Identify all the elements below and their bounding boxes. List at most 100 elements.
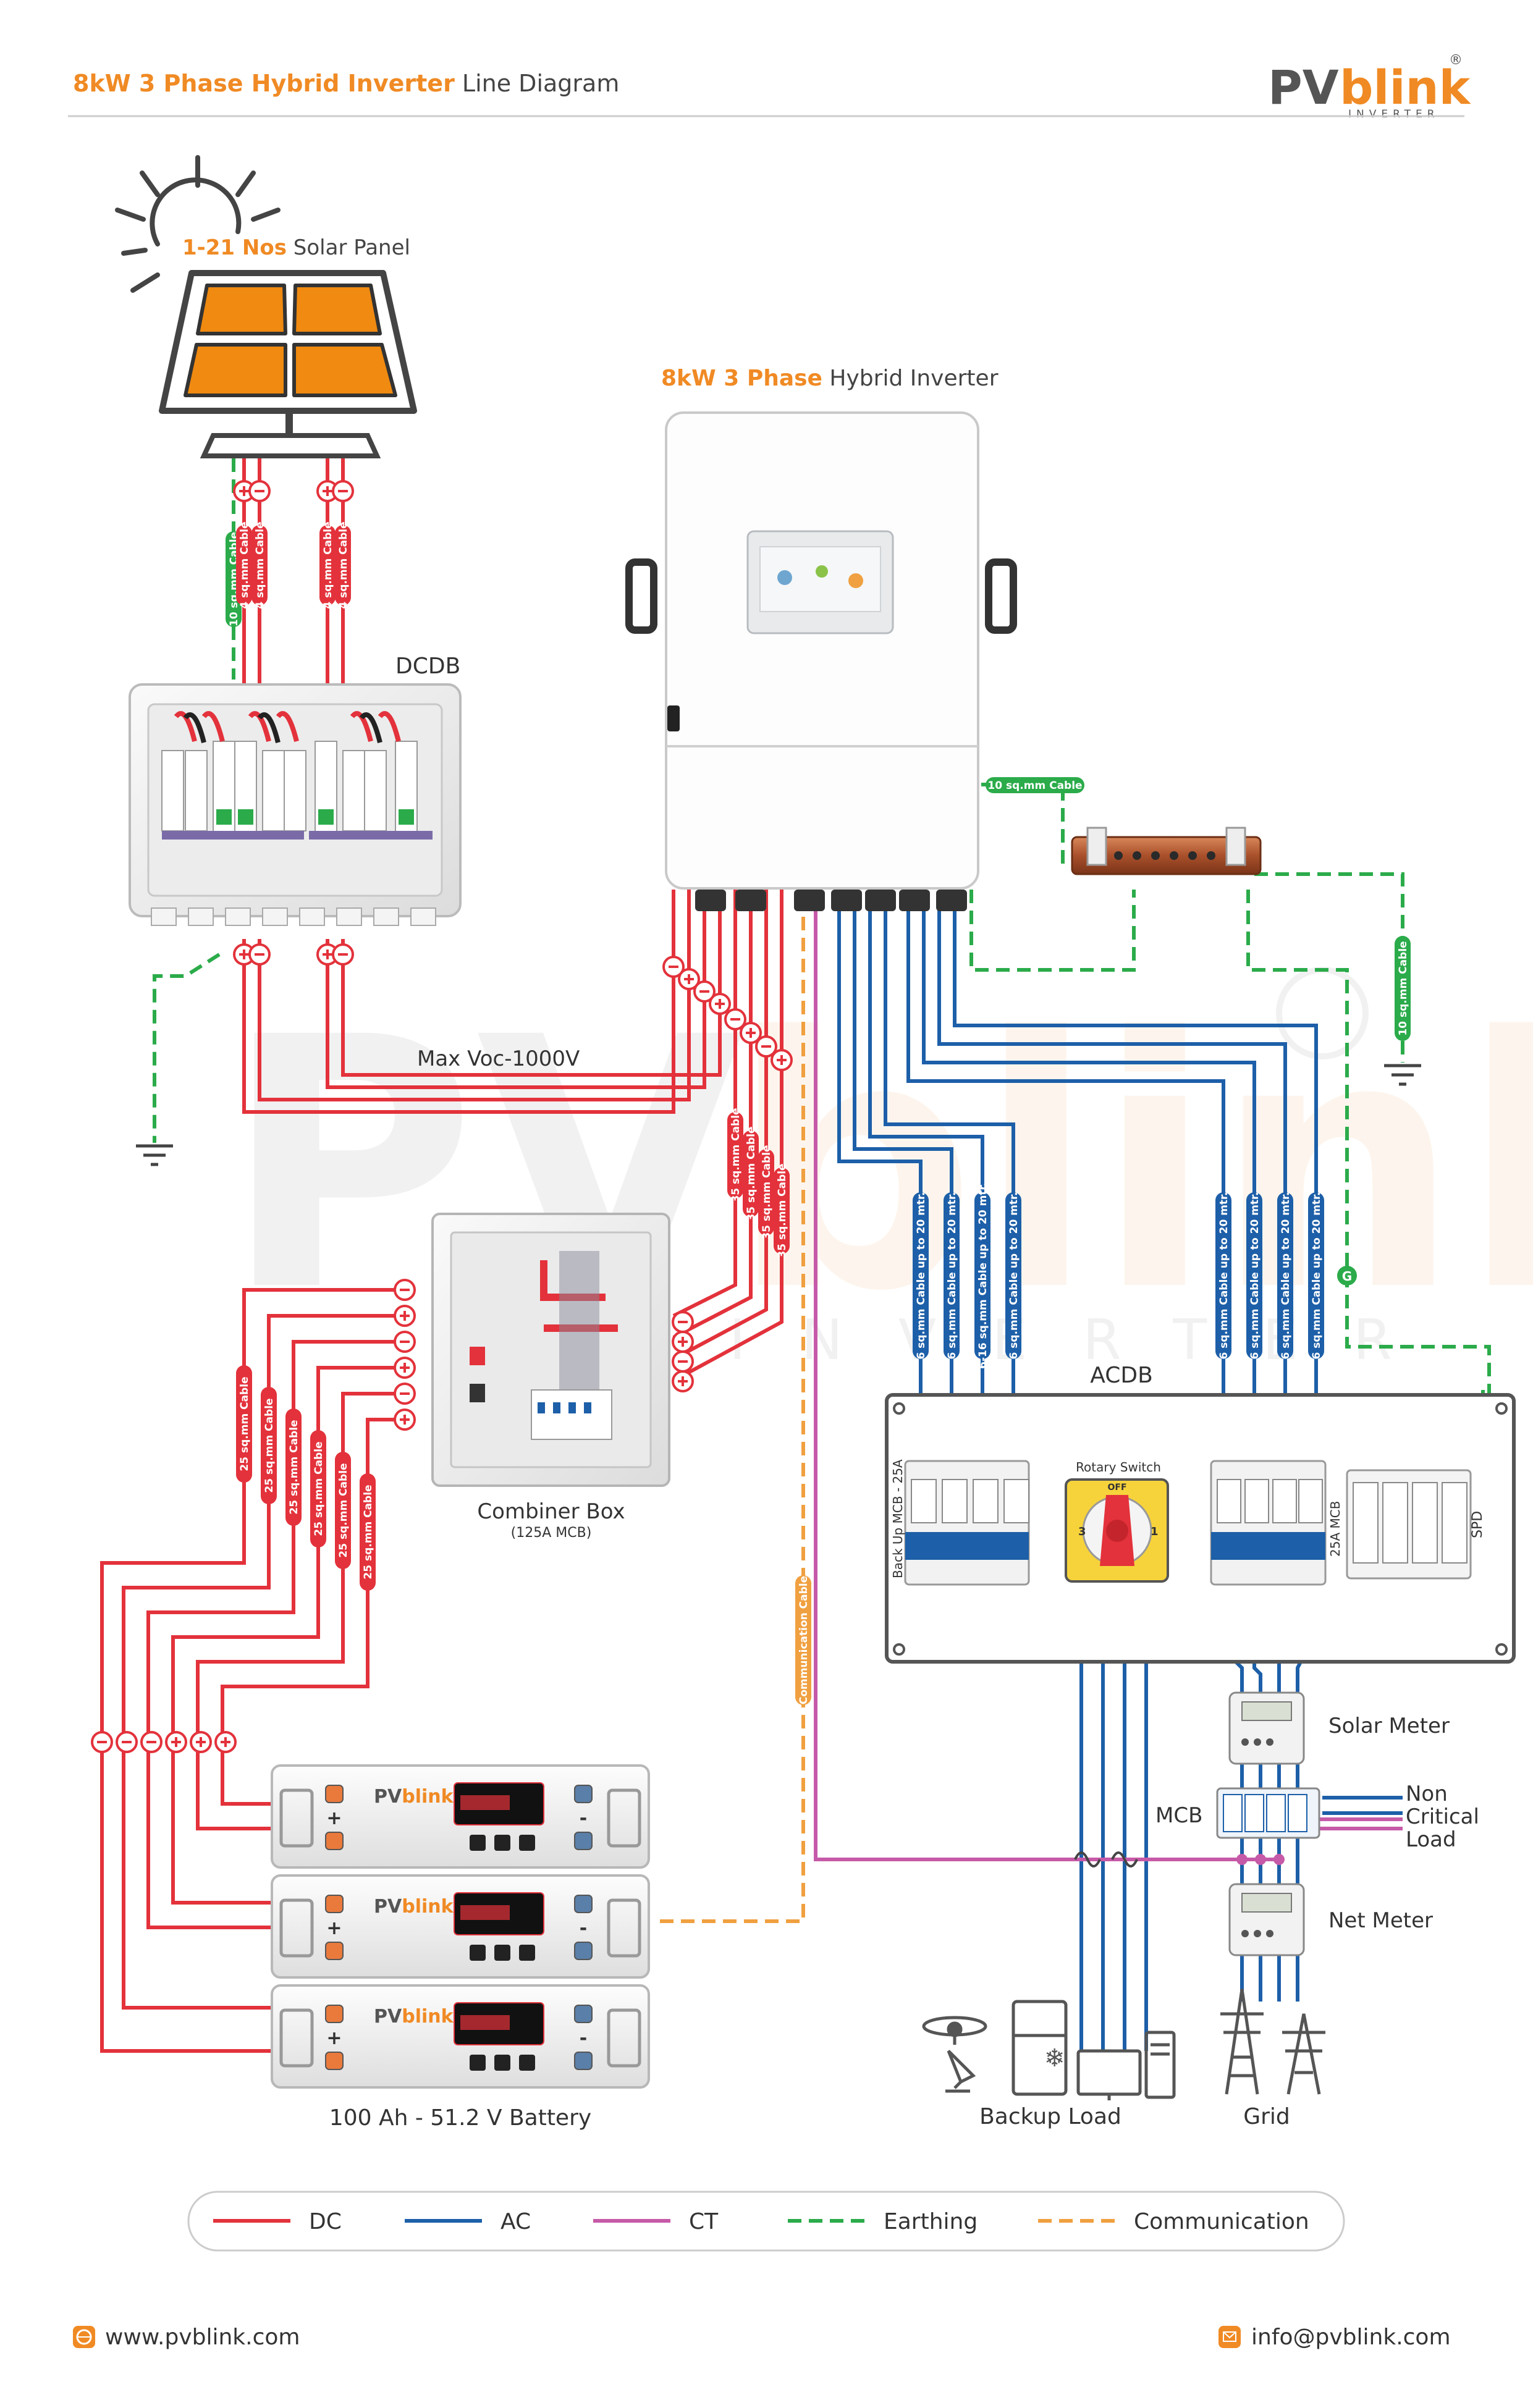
terminal-panel-4 [332, 480, 354, 502]
max-voc-label: Max Voc-1000V [417, 1046, 580, 1071]
cable-tag-text: Communication Cable [798, 1576, 810, 1704]
cable-tag-text: 6 sq.mm Cable up to 20 mtr. [1280, 1192, 1292, 1360]
solar-panel-label: 1-21 Nos Solar Panel [182, 235, 410, 260]
battery-minus-icon: - [580, 2027, 587, 2049]
cable-tag-text: 35 sq.mm Cable [730, 1108, 742, 1202]
footer-email[interactable]: info@pvblink.com [1251, 2325, 1451, 2350]
svg-text:G: G [1342, 1269, 1352, 1284]
grid-mcb-label: 25A MCB [1328, 1501, 1343, 1557]
brand-logo: PV blink ® INVERTER [1268, 53, 1471, 120]
dcdb-glands [151, 907, 436, 926]
cable-tag-text: 6 sq.mm Cable up to 20 mtr. [1311, 1192, 1323, 1360]
earth-tag-g: G [1337, 1266, 1357, 1286]
backup-load-icons: ❄ [922, 2000, 1176, 2100]
cable-tag-text: 35 sq.mm Cable [776, 1163, 788, 1258]
cable-tag-text: 6 sq.mm Cable up to 20 mtr. [915, 1192, 927, 1360]
cable-tag-text: 25 sq.mm Cable [362, 1484, 374, 1579]
terminal-comb-left-3 [394, 1331, 416, 1353]
terminal-comb-left-1 [394, 1279, 416, 1301]
dcdb-label: DCDB [395, 654, 460, 679]
cable-tag-text: 6 sq.mm Cable up to 20 mtr. [1008, 1192, 1020, 1360]
page-title: 8kW 3 Phase Hybrid Inverter Line Diagram [73, 70, 619, 97]
cable-tag-bat-dc-3: 35 sq.mm Cable [758, 1145, 774, 1240]
terminal-markers [91, 480, 793, 1753]
grid-tower-right [1282, 2013, 1325, 2095]
battery-plus-icon: + [326, 2027, 342, 2049]
cable-tag-ac-grid-1: 6 sq.mm Cable up to 20 mtr. [1215, 1192, 1231, 1360]
terminal-panel-2 [248, 480, 271, 502]
cable-tag-text: 35 sq.mm Cable [745, 1126, 758, 1221]
cable-tag-ac-backup-4: 6 sq.mm Cable up to 20 mtr. [1005, 1192, 1021, 1360]
battery-brand: PVblink [374, 1786, 454, 1808]
terminal-comb-right-1 [672, 1311, 694, 1333]
cable-tag-inverter-earth: 10 sq.mm Cable [986, 777, 1084, 793]
cable-tag-pv-dc-2: 4 sq.mm Cable [251, 521, 268, 609]
svg-text:❄: ❄ [1044, 2044, 1065, 2073]
terminal-dcdb-out-1 [233, 943, 255, 966]
terminal-comb-left-5 [394, 1383, 416, 1405]
busbar-acdb-earth [1246, 890, 1491, 1396]
cable-tag-pv-dc-4: 4 sq.mm Cable [335, 521, 351, 609]
grid-label: Grid [1243, 2104, 1290, 2129]
cable-tag-comb-dc-3: 25 sq.mm Cable [285, 1408, 302, 1526]
dcdb-box: DCDB [129, 654, 462, 926]
svg-text:Load: Load [1406, 1827, 1456, 1852]
cable-tag-bat-dc-4: 35 sq.mm Cable [774, 1163, 790, 1258]
cable-tag-text: 4 sq.mm Cable [322, 521, 334, 608]
combiner-sublabel: (125A MCB) [511, 1525, 592, 1541]
cpu-icon [1144, 2031, 1176, 2099]
cable-tag-text: 6 sq.mm Cable up to 20 mtr. [1218, 1192, 1230, 1360]
cable-tag-text: 6-16 sq.mm Cable up to 20 mtr. [977, 1182, 989, 1369]
legend-item-communication: Communication [1038, 2209, 1309, 2234]
terminal-inv-bat-3 [755, 1035, 777, 1058]
legend-label: Earthing [884, 2209, 978, 2234]
dcdb-devices [161, 711, 433, 840]
acdb-label: ACDB [1090, 1363, 1153, 1388]
cable-tag-ac-grid-4: 6 sq.mm Cable up to 20 mtr. [1308, 1192, 1324, 1360]
backup-mcb-label: Back Up MCB - 25A [890, 1459, 905, 1578]
battery-brand: PVblink [374, 2006, 454, 2027]
cable-tag-text: 25 sq.mm Cable [239, 1376, 251, 1471]
svg-text:Non: Non [1406, 1782, 1448, 1806]
terminal-inv-bat-2 [740, 1022, 762, 1044]
rotary-switch: Rotary Switch OFF 3 1 [1065, 1460, 1169, 1583]
footer-website[interactable]: www.pvblink.com [105, 2325, 300, 2350]
battery-module: +-PVblink [271, 1874, 650, 1979]
cable-tag-text: 25 sq.mm Cable [288, 1420, 300, 1514]
legend-label: AC [500, 2209, 531, 2234]
cable-tag-bat-dc-2: 35 sq.mm Cable [743, 1126, 759, 1221]
combiner-label: Combiner Box [477, 1499, 625, 1524]
ct-coils [1074, 1851, 1138, 1867]
inverter-busbar-earth [969, 890, 1136, 972]
terminal-dcdb-out-2 [248, 943, 271, 966]
fan-icon [922, 2016, 987, 2045]
cable-tag-pv-dc-3: 4 sq.mm Cable [319, 521, 336, 609]
cable-tag-comb-dc-6: 25 sq.mm Cable [360, 1473, 376, 1591]
backup-mcb: Back Up MCB - 25A [890, 1459, 1030, 1586]
terminal-comb-right-4 [672, 1370, 694, 1392]
battery-minus-icon: - [580, 1808, 587, 1829]
net-meter-label: Net Meter [1328, 1908, 1433, 1933]
combiner-box: Combiner Box (125A MCB) [431, 1213, 670, 1541]
header: 8kW 3 Phase Hybrid Inverter Line Diagram… [68, 53, 1471, 120]
terminal-inv-bat-1 [724, 1008, 746, 1030]
cable-tag-text: 25 sq.mm Cable [313, 1441, 325, 1536]
cable-tag-text: 35 sq.mm Cable [761, 1145, 773, 1239]
cable-tag-bat-dc-1: 35 sq.mm Cable [727, 1108, 743, 1203]
battery-stack: +-PVblink+-PVblink+-PVblink [271, 1764, 650, 2089]
brand-sub: INVERTER [1348, 108, 1440, 120]
cable-tag-ac-backup-3: 6-16 sq.mm Cable up to 20 mtr. [974, 1182, 990, 1369]
dcdb-earth-wire [153, 953, 221, 1143]
legend-item-ac: AC [405, 2209, 531, 2234]
ct-wires [814, 896, 1403, 1867]
terminal-inv-bat-4 [771, 1049, 793, 1071]
backup-load-label: Backup Load [979, 2104, 1121, 2129]
inverter-earth-wire [974, 747, 1065, 865]
terminal-dcdb-out-4 [332, 943, 354, 966]
legend-label: CT [689, 2209, 719, 2234]
terminal-comb-right-3 [672, 1350, 694, 1373]
spd: SPD [1346, 1469, 1485, 1580]
